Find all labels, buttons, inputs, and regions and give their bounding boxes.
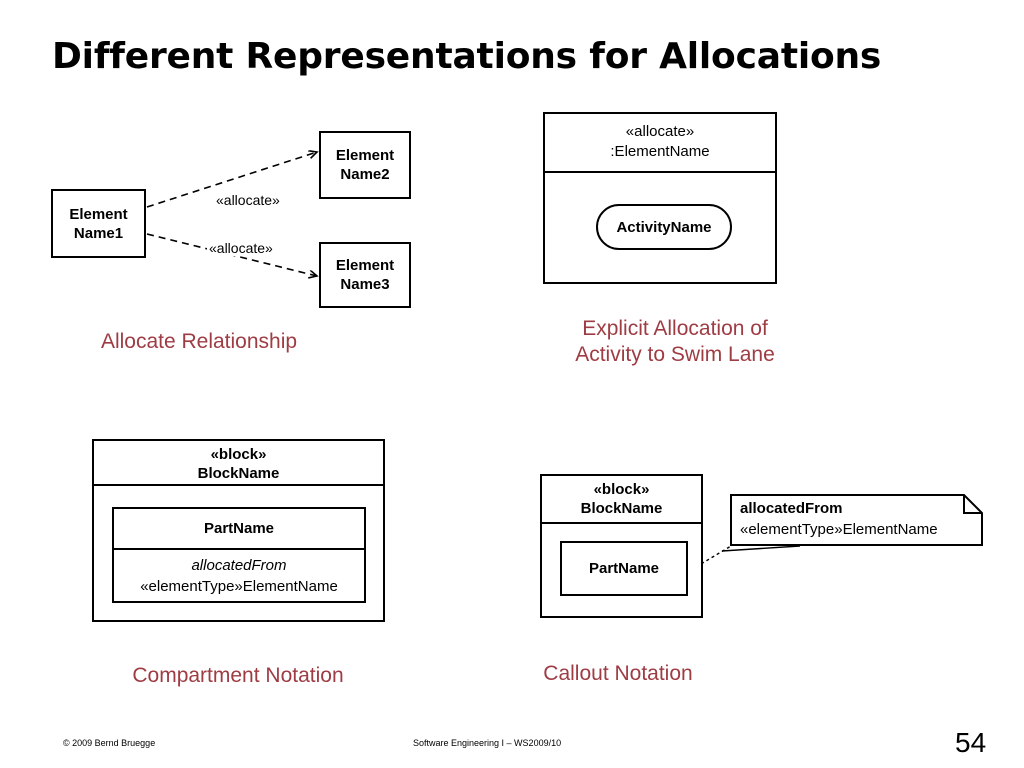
compartment-part-box: PartName allocatedFrom «elementType»Elem… <box>112 507 366 603</box>
allocate-edge-label-2: «allocate» <box>207 240 275 256</box>
compartment-allocated-from-label: allocatedFrom <box>191 557 287 574</box>
element-name1-box: Element Name1 <box>51 189 146 258</box>
swim-lane-element-name: :ElementName <box>610 143 710 160</box>
element-name3-box: Element Name3 <box>319 242 411 308</box>
callout-block-name: BlockName <box>580 500 663 517</box>
caption-callout-notation: Callout Notation <box>543 662 693 685</box>
swim-lane-body: ActivityName <box>545 173 775 282</box>
swim-lane-box: «allocate» :ElementName ActivityName <box>543 112 777 284</box>
caption-explicit-allocation: Explicit Allocation of Activity to Swim … <box>575 317 775 366</box>
callout-note: allocatedFrom «elementType»ElementName <box>730 494 983 546</box>
swim-lane-stereotype: «allocate» <box>625 123 695 140</box>
compartment-allocated-from: allocatedFrom «elementType»ElementName <box>114 550 364 597</box>
slide-number: 54 <box>955 727 987 758</box>
callout-note-text: allocatedFrom «elementType»ElementName <box>740 498 978 540</box>
compartment-block-box: «block» BlockName PartName allocatedFrom… <box>92 439 385 622</box>
element-name1-line1: Element <box>69 206 128 223</box>
callout-block-header: «block» BlockName <box>542 476 701 524</box>
element-name1-label: Element Name1 <box>53 205 144 243</box>
element-name3-label: Element Name3 <box>321 256 409 294</box>
callout-leader-line-solid <box>721 545 801 552</box>
compartment-allocated-from-value: «elementType»ElementName <box>140 578 338 595</box>
callout-part-name: PartName <box>560 541 688 596</box>
element-name3-line2: Name3 <box>340 276 390 293</box>
compartment-block-header: «block» BlockName <box>94 441 383 486</box>
element-name3-line1: Element <box>335 257 395 274</box>
caption-allocate-relationship: Allocate Relationship <box>100 330 298 353</box>
element-name2-line1: Element <box>335 147 395 164</box>
compartment-part-name: PartName <box>114 509 364 550</box>
swim-lane-header: «allocate» :ElementName <box>545 114 775 173</box>
activity-node: ActivityName <box>596 204 732 250</box>
callout-block-stereotype: «block» <box>593 481 650 498</box>
callout-note-body: «elementType»ElementName <box>740 521 938 538</box>
callout-block-box: «block» BlockName PartName <box>540 474 703 618</box>
footer-course-info: Software Engineering I – WS2009/10 <box>413 738 562 748</box>
callout-note-title: allocatedFrom <box>740 500 843 517</box>
caption-compartment-notation: Compartment Notation <box>132 664 344 687</box>
callout-note-shape <box>730 494 983 546</box>
footer-copyright: © 2009 Bernd Bruegge <box>63 738 156 748</box>
page-title: Different Representations for Allocation… <box>52 36 882 77</box>
element-name2-line2: Name2 <box>340 166 390 183</box>
element-name1-line2: Name1 <box>73 225 124 242</box>
element-name2-label: Element Name2 <box>321 146 409 184</box>
compartment-block-stereotype: «block» <box>210 446 267 463</box>
allocate-edge-label-1: «allocate» <box>214 192 282 208</box>
element-name2-box: Element Name2 <box>319 131 411 199</box>
compartment-block-name: BlockName <box>197 465 280 482</box>
